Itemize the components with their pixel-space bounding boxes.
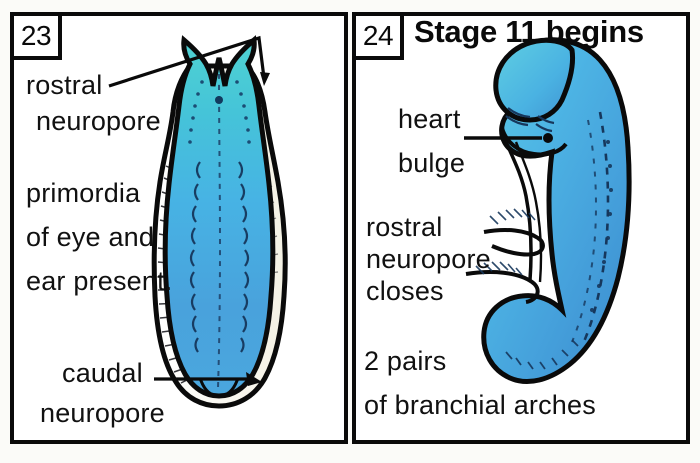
panel-title-stage-11: Stage 11 begins xyxy=(414,14,644,49)
caption-rostral-closes-line2: neuropore xyxy=(366,244,491,274)
caption-rostral-closes-line1: rostral xyxy=(366,212,443,242)
leader-lines-panel-23 xyxy=(108,35,270,386)
panel-number-23: 23 xyxy=(20,20,52,51)
panel-23: 23 xyxy=(10,12,348,444)
panel-number-24: 24 xyxy=(362,20,394,51)
panel-24: 24 Stage 11 begins xyxy=(352,12,690,444)
caption-caudal-line1: caudal xyxy=(62,358,143,388)
caption-primordia-line1: primordia xyxy=(26,178,141,208)
caption-rostral-line1: rostral xyxy=(26,70,103,100)
panel-number-box-23: 23 xyxy=(14,16,62,60)
caption-heart-line2: bulge xyxy=(398,148,466,178)
leader-lines-panel-24 xyxy=(464,133,553,143)
caption-caudal-line2: neuropore xyxy=(40,398,165,428)
caption-rostral-closes-line3: closes xyxy=(366,276,444,306)
caption-primordia-line3: ear present. xyxy=(26,266,173,296)
caption-rostral-line2: neuropore xyxy=(36,106,161,136)
caption-arches-line1: 2 pairs xyxy=(364,346,447,376)
caption-primordia-line2: of eye and xyxy=(26,222,155,252)
leader-rostral-neuropore xyxy=(108,35,266,88)
caption-arches-line2: of branchial arches xyxy=(364,390,596,420)
embryo-illustration-lateral xyxy=(465,37,632,384)
embryo-illustration-dorsal xyxy=(151,35,288,409)
panel-number-box-24: 24 xyxy=(356,16,404,60)
caption-heart-line1: heart xyxy=(398,104,461,134)
